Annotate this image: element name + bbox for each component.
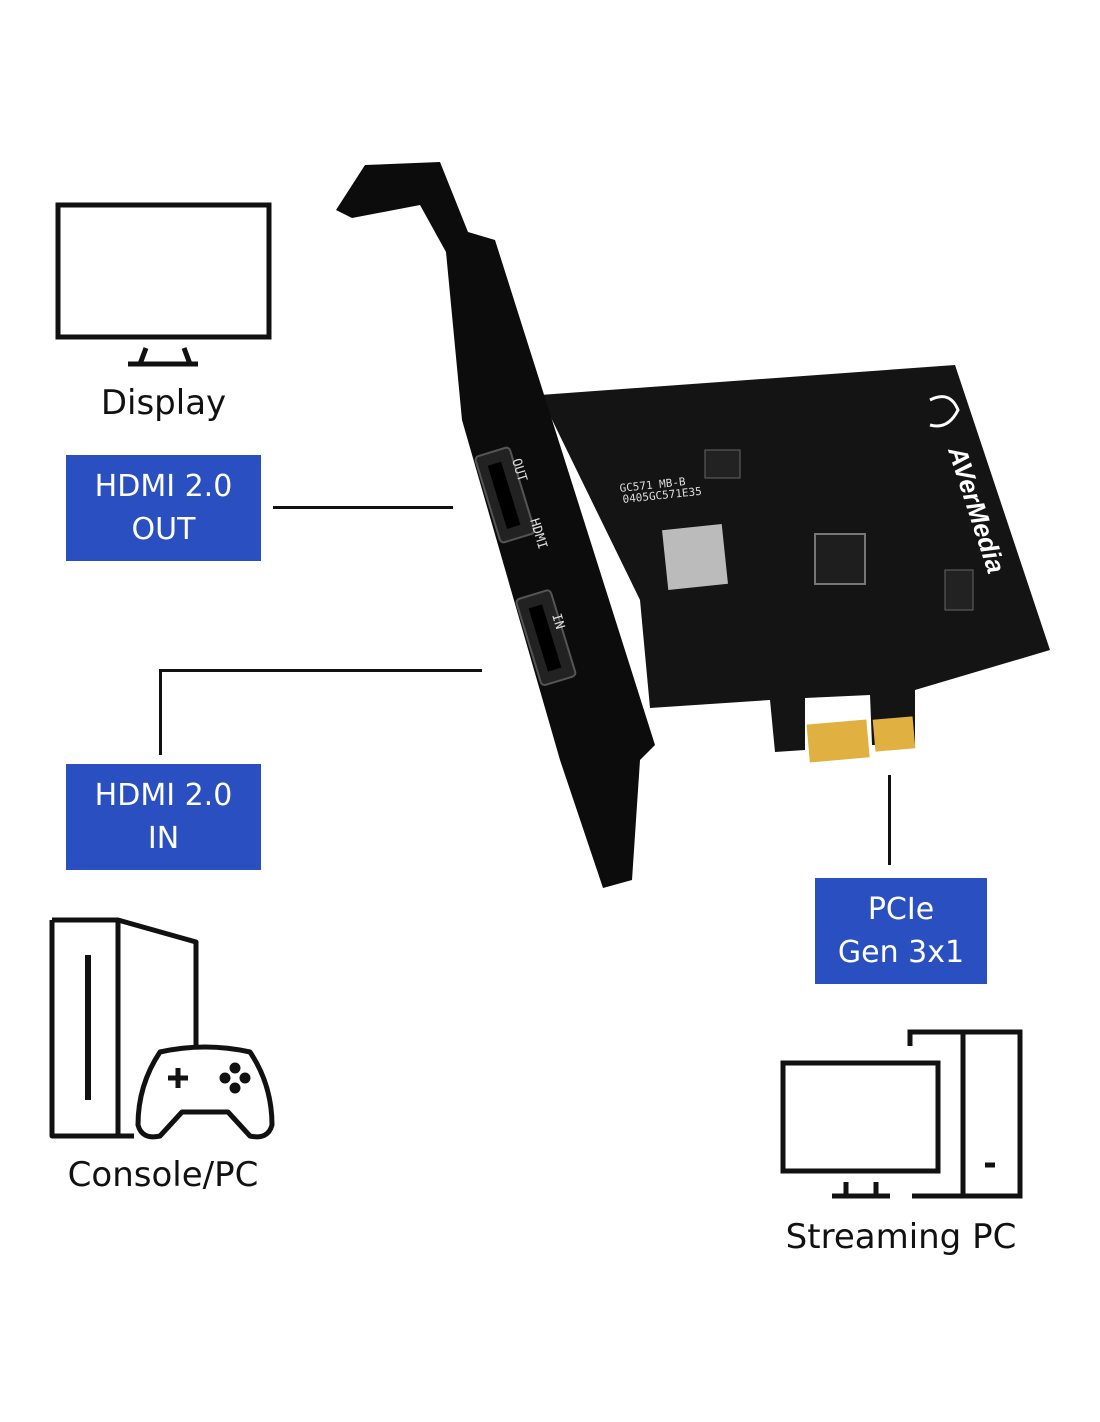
pcie-badge: PCIe Gen 3x1 [815,878,987,984]
streaming-pc-label: Streaming PC [785,1217,1017,1257]
hdmi-in-port [515,589,577,687]
hdmi-out-line2: OUT [131,512,196,547]
hdmi-in-line2: IN [147,821,180,856]
chip-right [944,569,974,611]
hdmi-out-badge: HDMI 2.0 OUT [66,455,261,561]
console-pc-label: Console/PC [67,1155,259,1195]
pcie-line2: Gen 3x1 [837,935,965,970]
capture-card: OUT HDMI IN GC571 MB-B 0405GC571E35 AVer… [336,162,1050,888]
hdmi-out-line1: HDMI 2.0 [94,469,233,504]
hdmi-out-connector-line [273,506,453,509]
chip-small [704,449,741,479]
gold-fingers-small [872,716,916,752]
main-chip [814,533,866,585]
console-pc-icon [49,917,275,1140]
hologram-sticker [662,524,728,590]
pcie-line1: PCIe [867,892,935,927]
hdmi-in-badge: HDMI 2.0 IN [66,764,261,870]
hdmi-out-port [474,446,536,544]
gold-fingers-main [806,719,870,763]
display-label: Display [100,383,227,423]
hdmi-in-line1: HDMI 2.0 [94,778,233,813]
display-icon [55,202,272,367]
pcie-connector-line [888,775,891,865]
streaming-pc-icon [780,1029,1023,1199]
bracket-in-text: IN [548,612,567,631]
bracket-out-text: OUT [508,457,529,484]
pcb-board [540,365,1050,752]
hdmi-in-connector-line-v [159,669,162,755]
hdmi-in-connector-line-h [159,669,482,672]
